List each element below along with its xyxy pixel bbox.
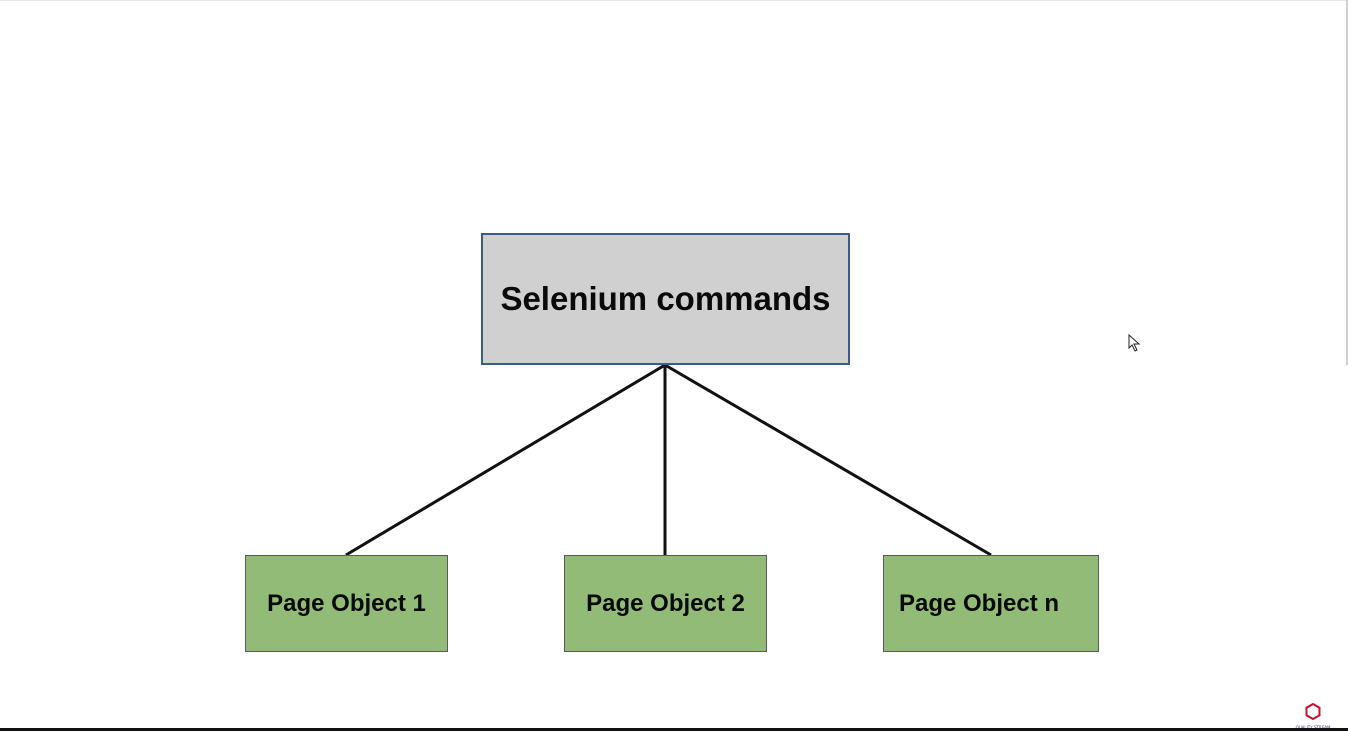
root-node-selenium-commands: Selenium commands — [481, 233, 850, 365]
top-border — [0, 0, 1348, 1]
child-node-label: Page Object 1 — [267, 589, 426, 617]
connector-page-object-n — [664, 363, 992, 557]
child-node-page-object-2: Page Object 2 — [564, 555, 767, 652]
child-node-page-object-1: Page Object 1 — [245, 555, 448, 652]
connector-page-object-1 — [345, 363, 666, 557]
bottom-bar — [0, 728, 1348, 731]
hexagon-logo-icon — [1305, 702, 1321, 721]
child-node-page-object-n: Page Object n — [883, 555, 1099, 652]
mouse-pointer-icon — [1128, 334, 1141, 352]
root-node-label: Selenium commands — [500, 280, 831, 317]
watermark-text: QUALITY STREAM — [1295, 725, 1331, 730]
watermark: QUALITY STREAM — [1295, 702, 1331, 730]
right-border — [1346, 0, 1348, 365]
child-node-label: Page Object 2 — [586, 589, 745, 617]
child-node-label: Page Object n — [898, 589, 1060, 617]
